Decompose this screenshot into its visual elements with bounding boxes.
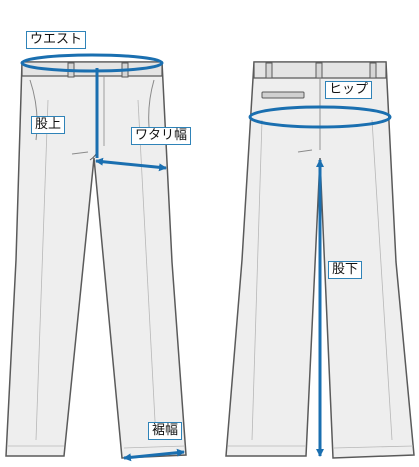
waist-label: ウエスト <box>26 31 87 49</box>
inseam-label: 股下 <box>328 261 363 279</box>
hem-width-arrow <box>123 448 185 462</box>
back-pants <box>225 61 415 459</box>
hip-label: ヒップ <box>325 81 373 99</box>
thigh-width-label: ワタリ幅 <box>131 127 192 145</box>
rise-label: 股上 <box>31 116 66 134</box>
waist-measure-ellipse <box>20 53 164 73</box>
measurement-lines <box>20 53 392 462</box>
thigh-width-arrow <box>95 157 167 172</box>
hip-measure-ellipse <box>248 105 392 129</box>
hem-width-label: 裾幅 <box>148 422 183 440</box>
